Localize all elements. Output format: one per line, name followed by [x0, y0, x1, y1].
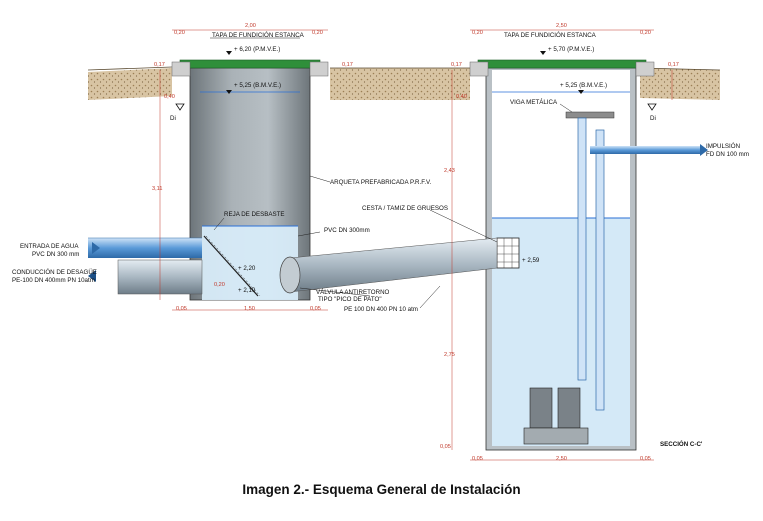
impulsion-label-2: FD DN 100 mm	[706, 151, 749, 158]
level-220: + 2,20	[238, 265, 256, 272]
viga-label: VIGA METÁLICA	[510, 99, 558, 106]
impulsion-label-1: IMPULSIÓN	[706, 143, 740, 150]
dim-bot-right-a: 0,05	[472, 456, 483, 462]
connecting-pipe	[279, 237, 498, 294]
triangle-down-icon	[175, 51, 657, 111]
conduccion-label-2: PE-100 DN 400mm PN 10atm	[12, 277, 95, 284]
level-left-top: + 6,20 (P.M.V.E.)	[234, 46, 280, 53]
dim-right-upper: 2,43	[444, 168, 455, 174]
level-right-top: + 5,70 (P.M.V.E.)	[548, 46, 594, 53]
dim-top-right-b: 0,20	[640, 30, 651, 36]
seccion-label: SECCIÓN C-C'	[660, 440, 703, 448]
level-left-water: + 5,25 (B.M.V.E.)	[234, 82, 281, 89]
dim-040-a: 0,40	[164, 94, 175, 100]
valvula-label-1: VÁLVULA ANTIRETORNO	[316, 289, 390, 296]
valvula-label-2: TIPO "PICO DE PATO"	[318, 296, 382, 303]
dim-020: 0,20	[214, 282, 225, 288]
impulsion-pipe	[620, 144, 708, 156]
arrow-right-icon	[700, 144, 708, 156]
di-left: Di	[170, 115, 176, 122]
dim-bot-right-b: 0,05	[640, 456, 651, 462]
level-259: + 2,59	[522, 257, 540, 264]
tapa-right-label: TAPA DE FUNDICIÓN ESTANCA	[504, 32, 597, 39]
pvc-dn-label: PVC DN 300mm	[324, 227, 370, 234]
dim-017-c: 0,17	[451, 62, 462, 68]
left-tank	[171, 59, 329, 301]
dim-top-right-a: 0,20	[472, 30, 483, 36]
dim-top-left-a: 0,20	[174, 30, 185, 36]
arrow-left-icon	[88, 270, 96, 282]
leader-lines	[210, 37, 573, 309]
inlet-pipe	[88, 237, 202, 258]
dim-small-left: 0,05	[440, 444, 451, 450]
level-210: + 2,10	[238, 287, 256, 294]
dim-left-height: 3,11	[152, 186, 162, 192]
di-right: Di	[650, 115, 656, 122]
soil-layer	[87, 66, 721, 100]
dim-017-a: 0,17	[154, 62, 165, 68]
right-tank	[469, 59, 655, 451]
dim-bot-left-total: 1,50	[244, 306, 255, 312]
dim-bot-left-b: 0,05	[310, 306, 321, 312]
dim-top-left-b: 0,20	[312, 30, 323, 36]
dim-017-b: 0,17	[342, 62, 353, 68]
dim-right-lower: 2,75	[444, 352, 455, 358]
arrow-right-icon	[92, 242, 100, 254]
tapa-left-label: TAPA DE FUNDICIÓN ESTANCA	[212, 32, 305, 39]
dimension-lines	[159, 29, 673, 461]
dim-bot-right-total: 2,50	[556, 456, 567, 462]
dim-top-right-total: 2,50	[556, 23, 567, 29]
arqueta-label: ARQUETA PREFABRICADA P.R.F.V.	[330, 179, 432, 186]
dim-top-left-total: 2,00	[245, 23, 256, 29]
dim-017-d: 0,17	[668, 62, 679, 68]
figure-caption: Imagen 2.- Esquema General de Instalació…	[242, 482, 521, 497]
entrada-label-2: PVC DN 300 mm	[32, 251, 79, 258]
dim-040-b: 0,40	[456, 94, 467, 100]
dim-bot-left-a: 0,05	[176, 306, 187, 312]
pe-100-label: PE 100 DN 400 PN 10 atm	[344, 306, 418, 313]
cesta-label: CESTA / TAMIZ DE GRUESOS	[362, 205, 448, 212]
conduccion-label-1: CONDUCCIÓN DE DESAGÜE	[12, 269, 97, 276]
pump-units	[523, 387, 589, 445]
entrada-label-1: ENTRADA DE AGUA	[20, 243, 79, 250]
level-right-water: + 5,25 (B.M.V.E.)	[560, 82, 607, 89]
reja-label: REJA DE DESBASTE	[224, 211, 285, 218]
